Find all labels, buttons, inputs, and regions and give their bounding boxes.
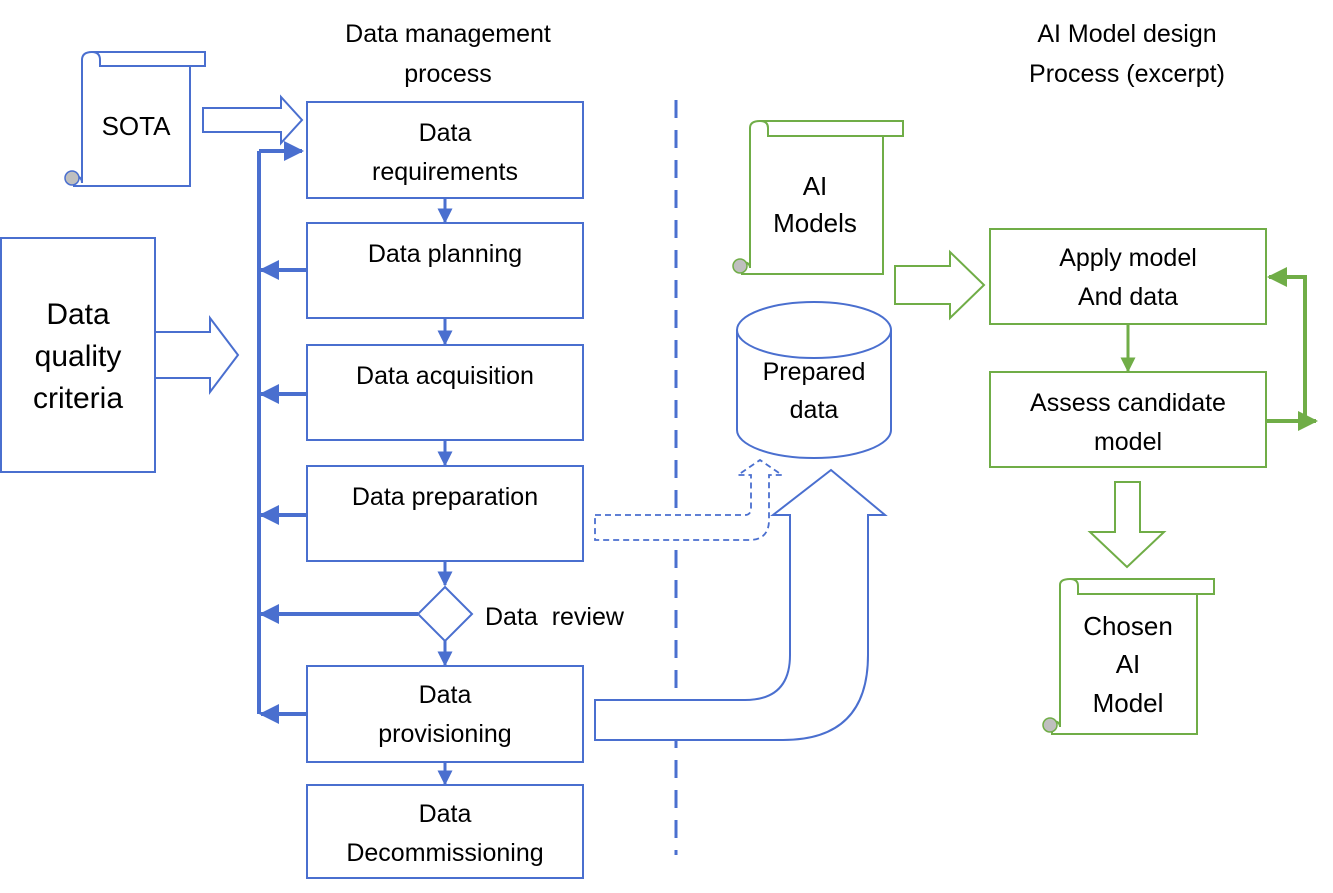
apply-model-step: Apply model And data (989, 228, 1267, 325)
prepared-data-store: Prepared data (736, 301, 892, 459)
criteria-line: Data (46, 298, 110, 331)
step-label: Data (419, 119, 472, 147)
title-line: Data management (345, 20, 551, 48)
step-data-provisioning: Data provisioning (306, 665, 584, 763)
step-label: requirements (372, 158, 518, 186)
assess-feedback-loop (1266, 267, 1307, 423)
ai-models-label: AI (803, 171, 828, 201)
apply-label: Apply model (1059, 244, 1197, 272)
data-management-title: Data management process (345, 20, 551, 88)
chosen-model-label: Model (1093, 688, 1164, 718)
quality-criteria-arrow (154, 315, 240, 395)
chosen-model-output-arrow (1087, 481, 1167, 569)
sota-document: SOTA (64, 51, 206, 187)
step-data-acquisition: Data acquisition (306, 344, 584, 441)
sota-input-arrow (202, 94, 304, 146)
step-data-decommissioning: Data Decommissioning (306, 784, 584, 879)
data-review-decision: Data review (416, 585, 625, 643)
step-label: Data planning (368, 240, 522, 268)
preparation-to-prepared-data-arrow (594, 458, 785, 541)
assess-label: model (1094, 428, 1162, 456)
step-label: Decommissioning (346, 839, 543, 867)
step-label: provisioning (378, 720, 511, 748)
ai-model-design-title: AI Model design Process (excerpt) (1029, 20, 1225, 88)
criteria-line: quality (35, 340, 122, 373)
ai-models-label: Models (773, 208, 857, 238)
step-data-requirements: Data requirements (306, 101, 584, 199)
data-review-label: Data review (485, 603, 625, 631)
criteria-line: criteria (33, 382, 123, 415)
ai-models-document: AI Models (732, 120, 904, 275)
step-data-preparation: Data preparation (306, 465, 584, 562)
assess-label: Assess candidate (1030, 389, 1226, 417)
step-label: Data preparation (352, 483, 538, 511)
step-label: Data acquisition (356, 362, 534, 390)
ai-models-input-arrow (894, 249, 986, 321)
data-quality-criteria-box: Data quality criteria (0, 237, 156, 473)
step-label: Data (419, 681, 472, 709)
chosen-model-label: Chosen (1083, 611, 1173, 641)
title-line: Process (excerpt) (1029, 60, 1225, 88)
prepared-data-label: data (790, 396, 839, 424)
title-line: AI Model design (1037, 20, 1216, 48)
sota-label: SOTA (102, 111, 172, 141)
chosen-ai-model-document: Chosen AI Model (1042, 578, 1215, 735)
provisioning-to-prepared-data-arrow (594, 468, 888, 741)
chosen-model-label: AI (1116, 649, 1141, 679)
step-data-planning: Data planning (306, 222, 584, 319)
assess-candidate-step: Assess candidate model (989, 371, 1267, 468)
step-label: Data (419, 800, 472, 828)
apply-label: And data (1078, 283, 1178, 311)
prepared-data-label: Prepared (763, 358, 866, 386)
title-line: process (404, 60, 492, 88)
